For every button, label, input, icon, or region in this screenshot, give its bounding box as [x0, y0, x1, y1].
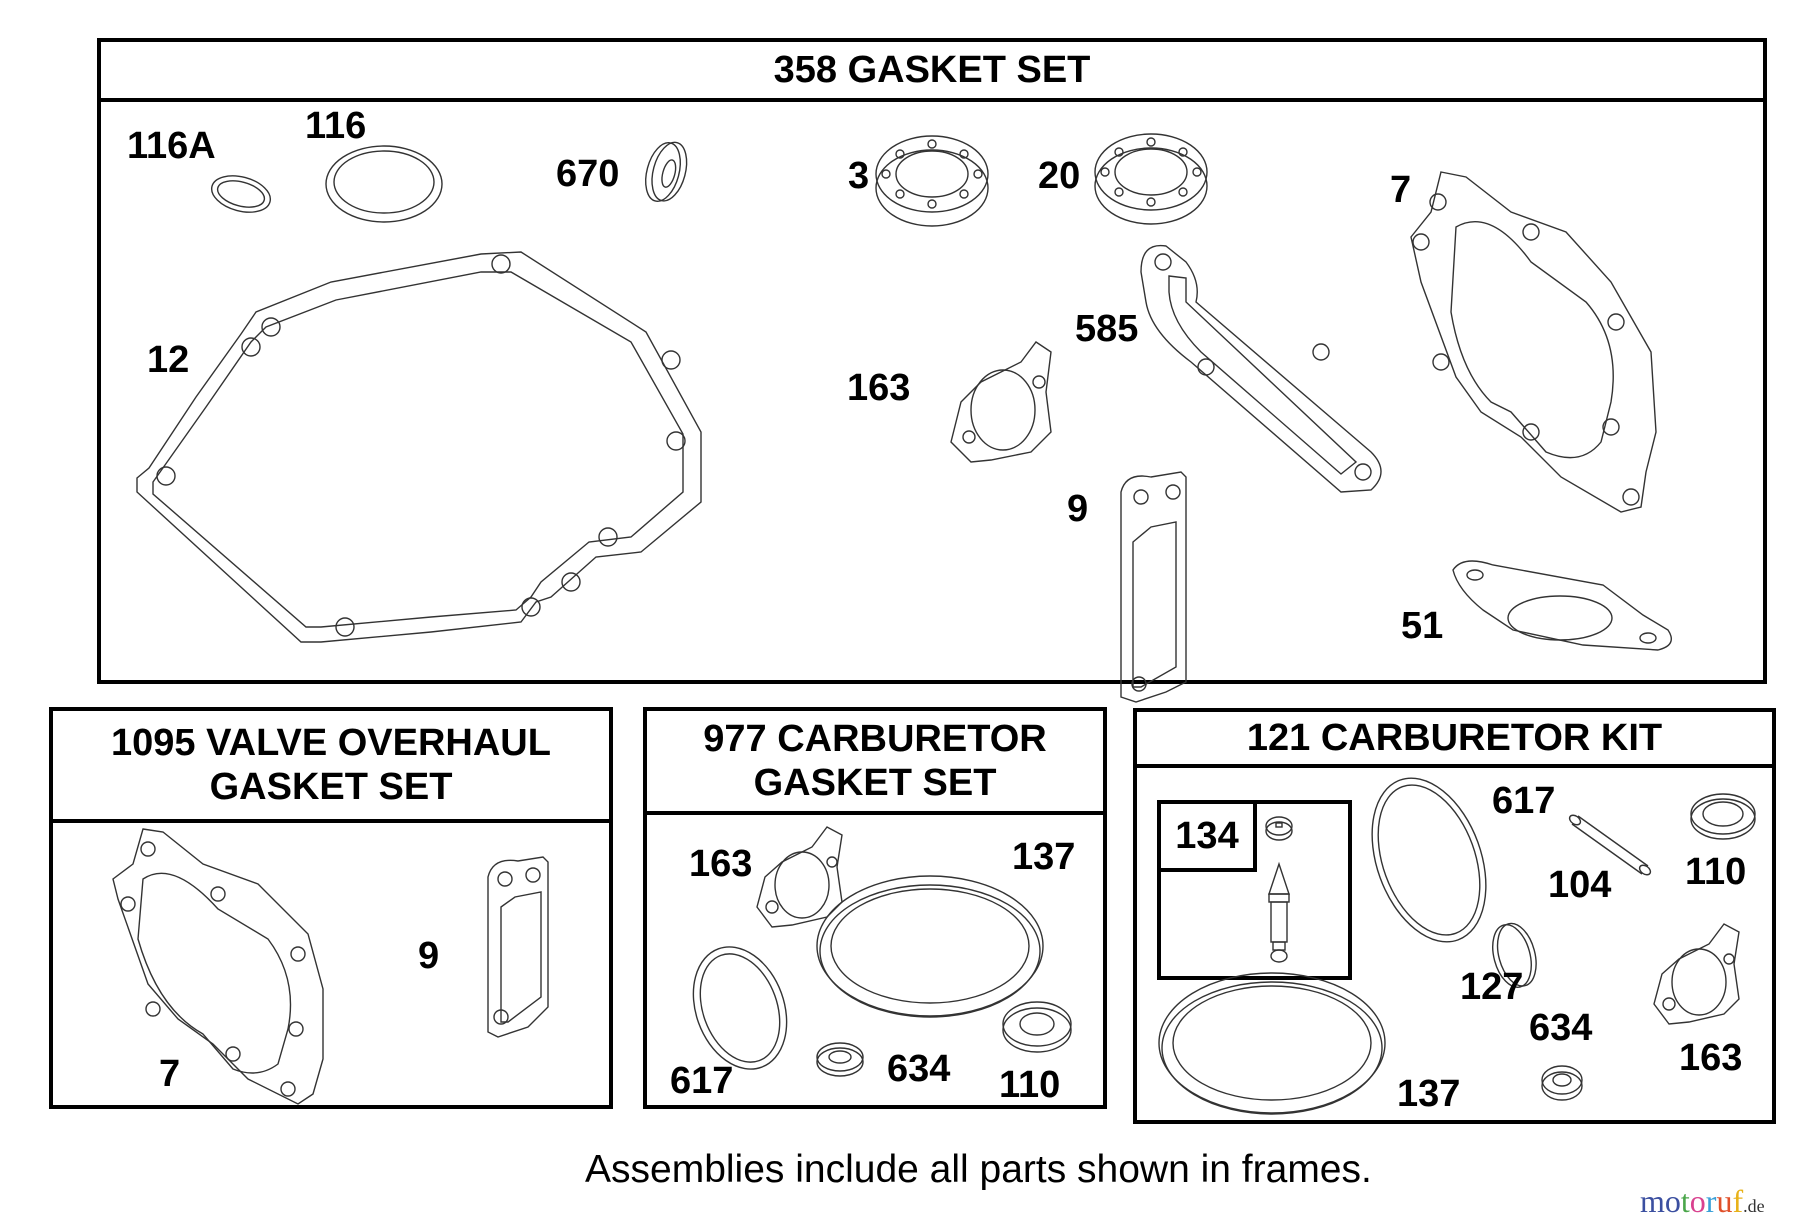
watermark-letter: f — [1732, 1183, 1744, 1219]
callout-163: 163 — [689, 843, 753, 885]
callout-116A: 116A — [127, 125, 216, 167]
part-9-breather-gasket — [487, 856, 549, 1038]
callout-137: 137 — [1012, 836, 1076, 878]
part-137-oring — [816, 875, 1044, 1018]
frame-title-line2: GASKET SET — [753, 762, 997, 804]
frame-358-gasket-set: 358 GASKET SET — [97, 38, 1767, 703]
carb-kit-illustrations — [1158, 777, 1756, 1115]
callout-7: 7 — [159, 1053, 181, 1095]
callout-617: 617 — [1492, 780, 1556, 822]
valve-overhaul-illustrations — [112, 828, 549, 1105]
part-163-carb-gasket — [1653, 923, 1740, 1025]
part-163-carb-gasket — [756, 826, 843, 928]
part-634-washer — [816, 1042, 864, 1077]
seat-icon — [1265, 816, 1293, 841]
frame-title: 358 GASKET SET — [101, 42, 1763, 102]
part-9-breather-gasket — [1120, 471, 1187, 703]
part-110-washer — [1690, 793, 1756, 840]
motoruf-watermark-logo: motoruf.de — [1640, 1183, 1765, 1220]
part-585-intake-gasket — [1140, 244, 1382, 493]
part-163-carb-gasket — [950, 341, 1052, 463]
frame-977-carburetor-gasket-set: 977 CARBURETOR GASKET SET 163 137 — [643, 707, 1107, 1109]
part-634-washer — [1541, 1065, 1583, 1101]
callout-110: 110 — [1685, 851, 1747, 893]
part-20-oil-seal — [1094, 133, 1208, 225]
frame-121-carburetor-kit: 121 CARBURETOR KIT 134 — [1133, 708, 1776, 1124]
callout-127: 127 — [1460, 966, 1524, 1008]
needle-icon — [1268, 861, 1290, 963]
part-116A-oring — [210, 175, 272, 213]
watermark-letter: m — [1640, 1183, 1665, 1219]
watermark-letter: r — [1705, 1183, 1717, 1219]
part-127-plug — [1492, 922, 1537, 988]
callout-634: 634 — [887, 1048, 951, 1090]
watermark-letter: u — [1716, 1183, 1733, 1219]
callout-9: 9 — [418, 935, 440, 977]
frame-title-line1: 1095 VALVE OVERHAUL — [111, 722, 551, 764]
callout-585: 585 — [1075, 308, 1139, 350]
callout-617: 617 — [670, 1060, 734, 1102]
frame-title-line1: 977 CARBURETOR — [703, 718, 1047, 760]
subkit-134-frame: 134 — [1157, 800, 1352, 980]
callout-12: 12 — [147, 339, 190, 381]
callout-9: 9 — [1067, 488, 1089, 530]
part-3-oil-seal — [875, 135, 989, 227]
inlet-needle-seat-illustration — [1265, 816, 1293, 963]
callout-3: 3 — [848, 155, 870, 197]
callout-163: 163 — [1679, 1037, 1743, 1079]
subkit-134-label: 134 — [1157, 800, 1257, 872]
part-617-oring — [1371, 777, 1487, 943]
callout-104: 104 — [1548, 864, 1612, 906]
callout-20: 20 — [1038, 155, 1081, 197]
part-110-washer — [1002, 1001, 1072, 1053]
frame-title: 977 CARBURETOR GASKET SET — [647, 711, 1103, 815]
callout-670: 670 — [556, 153, 620, 195]
callout-116: 116 — [305, 105, 367, 147]
watermark-suffix: .de — [1743, 1196, 1765, 1216]
carb-gasket-set-illustrations — [692, 826, 1072, 1077]
frame-1095-valve-overhaul: 1095 VALVE OVERHAUL GASKET SET 7 9 — [49, 707, 613, 1109]
part-7-head-gasket — [112, 828, 324, 1105]
watermark-letter: t — [1680, 1183, 1690, 1219]
part-137-oring — [1158, 972, 1386, 1115]
frame-title: 121 CARBURETOR KIT — [1137, 712, 1772, 768]
callout-137: 137 — [1397, 1073, 1461, 1115]
callout-634: 634 — [1529, 1007, 1593, 1049]
part-12-crankcase-gasket — [136, 251, 702, 643]
callout-7: 7 — [1390, 169, 1412, 211]
watermark-letter: o — [1689, 1183, 1706, 1219]
part-104-pin — [1568, 814, 1652, 876]
part-617-oring — [692, 946, 788, 1070]
part-51-exhaust-gasket — [1452, 560, 1672, 651]
frame-title-line2: GASKET SET — [209, 766, 453, 808]
callout-51: 51 — [1401, 605, 1444, 647]
part-116-oring — [325, 145, 443, 223]
gasket-set-illustrations — [136, 133, 1672, 703]
callout-110: 110 — [999, 1064, 1061, 1106]
part-670-washer — [645, 141, 688, 202]
watermark-letter: o — [1664, 1183, 1681, 1219]
callout-163: 163 — [847, 367, 911, 409]
frame-title: 1095 VALVE OVERHAUL GASKET SET — [53, 711, 609, 823]
part-7-head-gasket — [1410, 171, 1657, 513]
assemblies-note: Assemblies include all parts shown in fr… — [585, 1148, 1372, 1191]
